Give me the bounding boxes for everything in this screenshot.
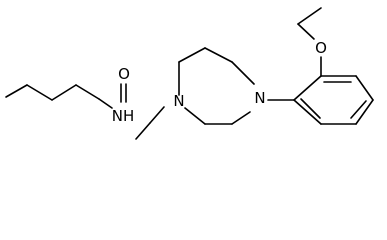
piperazine-bond-4: [231, 61, 255, 85]
carbonyl-to-n1-bond: [149, 106, 165, 124]
phenyl-inner-bond-2: [300, 98, 321, 119]
butyl-to-nh-bond: [98, 98, 113, 109]
butyl-bond-1: [5, 84, 28, 98]
amide-nh-label: NH: [112, 107, 135, 125]
chemical-structure-diagram: O NH N N O: [5, 7, 374, 140]
ether-oxygen-label: O: [315, 39, 327, 57]
butyl-bond-2: [26, 84, 53, 101]
butyl-bond-4: [75, 84, 100, 100]
nh-to-carbonyl-bond: [135, 122, 151, 140]
phenyl-inner-bond-3: [350, 100, 367, 119]
phenyl-bond-3: [355, 75, 374, 101]
piperazine-bond-5: [231, 111, 251, 125]
piperazine-n4-label: N: [254, 89, 265, 107]
piperazine-bond-7: [184, 107, 206, 125]
phenyl-bond-6: [293, 99, 322, 125]
phenyl-bond-4: [355, 99, 374, 125]
piperazine-bond-2: [178, 47, 206, 63]
carbonyl-oxygen-label: O: [118, 65, 130, 83]
butyl-bond-3: [51, 84, 77, 101]
ether-to-ethyl-bond: [297, 23, 315, 40]
piperazine-bond-3: [204, 47, 233, 63]
phenyl-bond-1: [293, 75, 322, 101]
ethyl-bond: [297, 7, 322, 25]
piperazine-n1-label: N: [173, 92, 184, 110]
